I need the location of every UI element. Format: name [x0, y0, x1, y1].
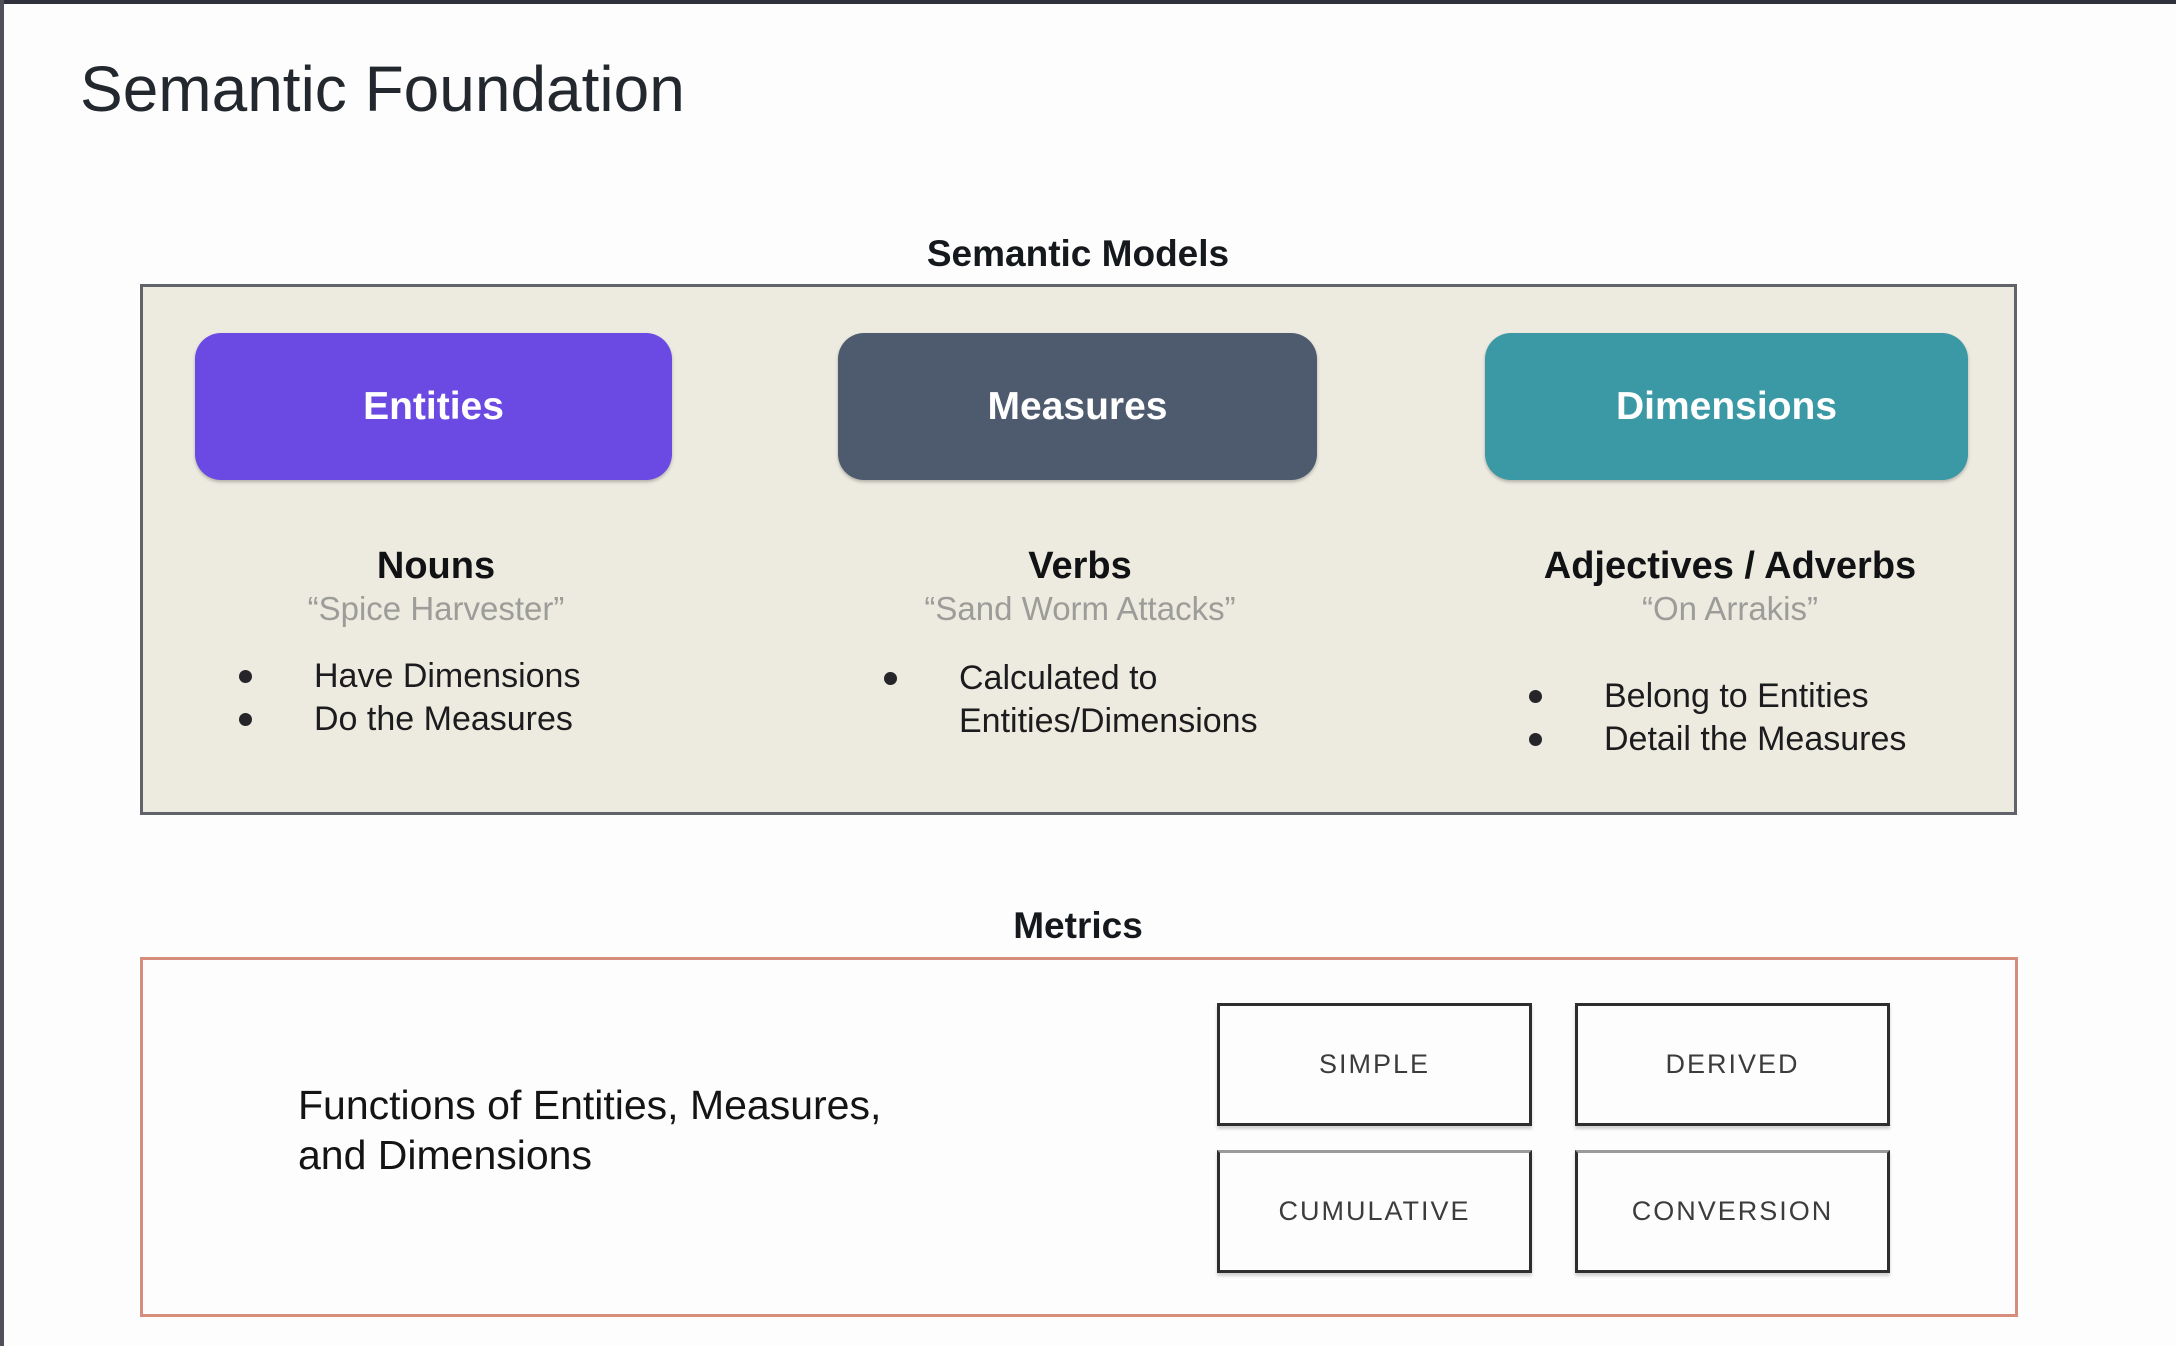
dimensions-quote: “On Arrakis” — [1641, 590, 1819, 627]
metric-type-conversion: CONVERSION — [1575, 1150, 1890, 1273]
metrics-heading: Metrics — [1013, 905, 1143, 946]
measures-bullet-list: Calculated to Entities/Dimensions — [884, 657, 1279, 743]
bullet-text: Do the Measures — [314, 700, 573, 738]
window-border-top — [0, 0, 2176, 4]
measures-column-text: Verbs “Sand Worm Attacks” — [820, 543, 1340, 629]
metrics-description: Functions of Entities, Measures, and Dim… — [298, 1082, 882, 1178]
metric-type-cumulative: CUMULATIVE — [1217, 1150, 1532, 1273]
dimensions-role-label: Adjectives / Adverbs — [1543, 545, 1917, 587]
entities-pill: Entities — [195, 333, 672, 480]
entities-quote: “Spice Harvester” — [307, 590, 565, 627]
measures-pill: Measures — [838, 333, 1317, 480]
list-item: Do the Measures — [239, 698, 580, 741]
bullet-text: Detail the Measures — [1604, 720, 1907, 758]
dimensions-pill: Dimensions — [1485, 333, 1968, 480]
metric-type-simple: SIMPLE — [1217, 1003, 1532, 1126]
semantic-models-heading: Semantic Models — [926, 233, 1230, 274]
semantic-models-panel: Entities Measures Dimensions Nouns “Spic… — [140, 284, 2017, 815]
bullet-text: Belong to Entities — [1604, 677, 1869, 715]
bullet-text: Have Dimensions — [314, 657, 581, 695]
bullet-text: Calculated to Entities/Dimensions — [959, 659, 1258, 740]
dimensions-bullet-list: Belong to Entities Detail the Measures — [1529, 675, 1906, 761]
bullet-dot — [1529, 690, 1542, 703]
dimensions-column-text: Adjectives / Adverbs “On Arrakis” — [1470, 543, 1990, 629]
bullet-dot — [239, 670, 252, 683]
metric-type-derived: DERIVED — [1575, 1003, 1890, 1126]
entities-column-text: Nouns “Spice Harvester” — [176, 543, 696, 629]
list-item: Have Dimensions — [239, 655, 580, 698]
entities-role-label: Nouns — [376, 545, 496, 587]
page-title: Semantic Foundation — [80, 53, 685, 125]
bullet-dot — [239, 713, 252, 726]
list-item: Calculated to Entities/Dimensions — [884, 657, 1279, 743]
list-item: Belong to Entities — [1529, 675, 1906, 718]
window-border-left — [0, 0, 4, 1346]
list-item: Detail the Measures — [1529, 718, 1906, 761]
metrics-panel: Functions of Entities, Measures, and Dim… — [140, 957, 2018, 1317]
measures-quote: “Sand Worm Attacks” — [924, 590, 1236, 627]
entities-bullet-list: Have Dimensions Do the Measures — [239, 655, 580, 741]
measures-role-label: Verbs — [1028, 545, 1132, 587]
bullet-dot — [884, 672, 897, 685]
bullet-dot — [1529, 733, 1542, 746]
